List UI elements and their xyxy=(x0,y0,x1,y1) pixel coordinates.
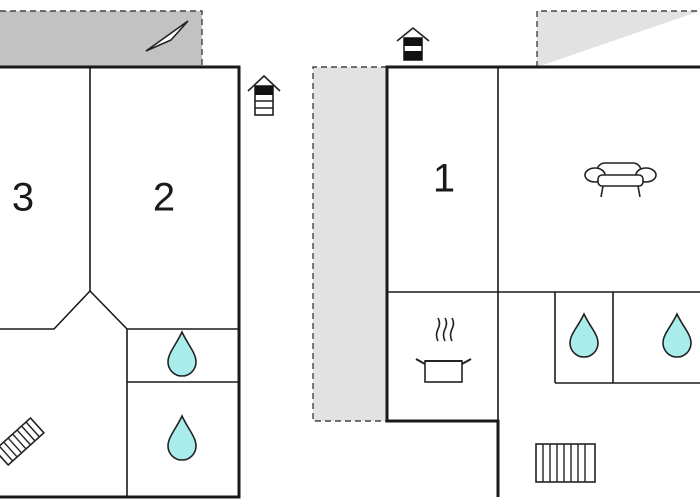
water-drop-icon xyxy=(167,330,197,377)
room-label-1: 1 xyxy=(433,157,455,201)
left-unit-walls xyxy=(0,65,241,499)
water-drop-icon xyxy=(662,312,692,358)
room-label-2: 2 xyxy=(153,176,175,220)
terrace-top-right xyxy=(536,10,700,67)
water-drop-icon xyxy=(569,312,599,358)
room-label-3: 3 xyxy=(12,176,34,220)
entrance-icon xyxy=(247,74,281,116)
cooking-pot-icon xyxy=(415,317,472,383)
right-unit-walls xyxy=(385,65,700,497)
entrance-icon xyxy=(396,26,430,61)
stairs-icon xyxy=(0,416,45,467)
sofa-icon xyxy=(584,162,657,198)
terrace-left-of-right-unit xyxy=(312,66,387,422)
water-drop-icon xyxy=(167,414,197,461)
terrace-top-left xyxy=(0,10,203,68)
stairs-icon xyxy=(535,443,596,483)
north-arrow-icon xyxy=(145,20,189,52)
left-unit-inner-walls xyxy=(0,67,239,497)
right-unit-inner-walls xyxy=(387,67,700,421)
